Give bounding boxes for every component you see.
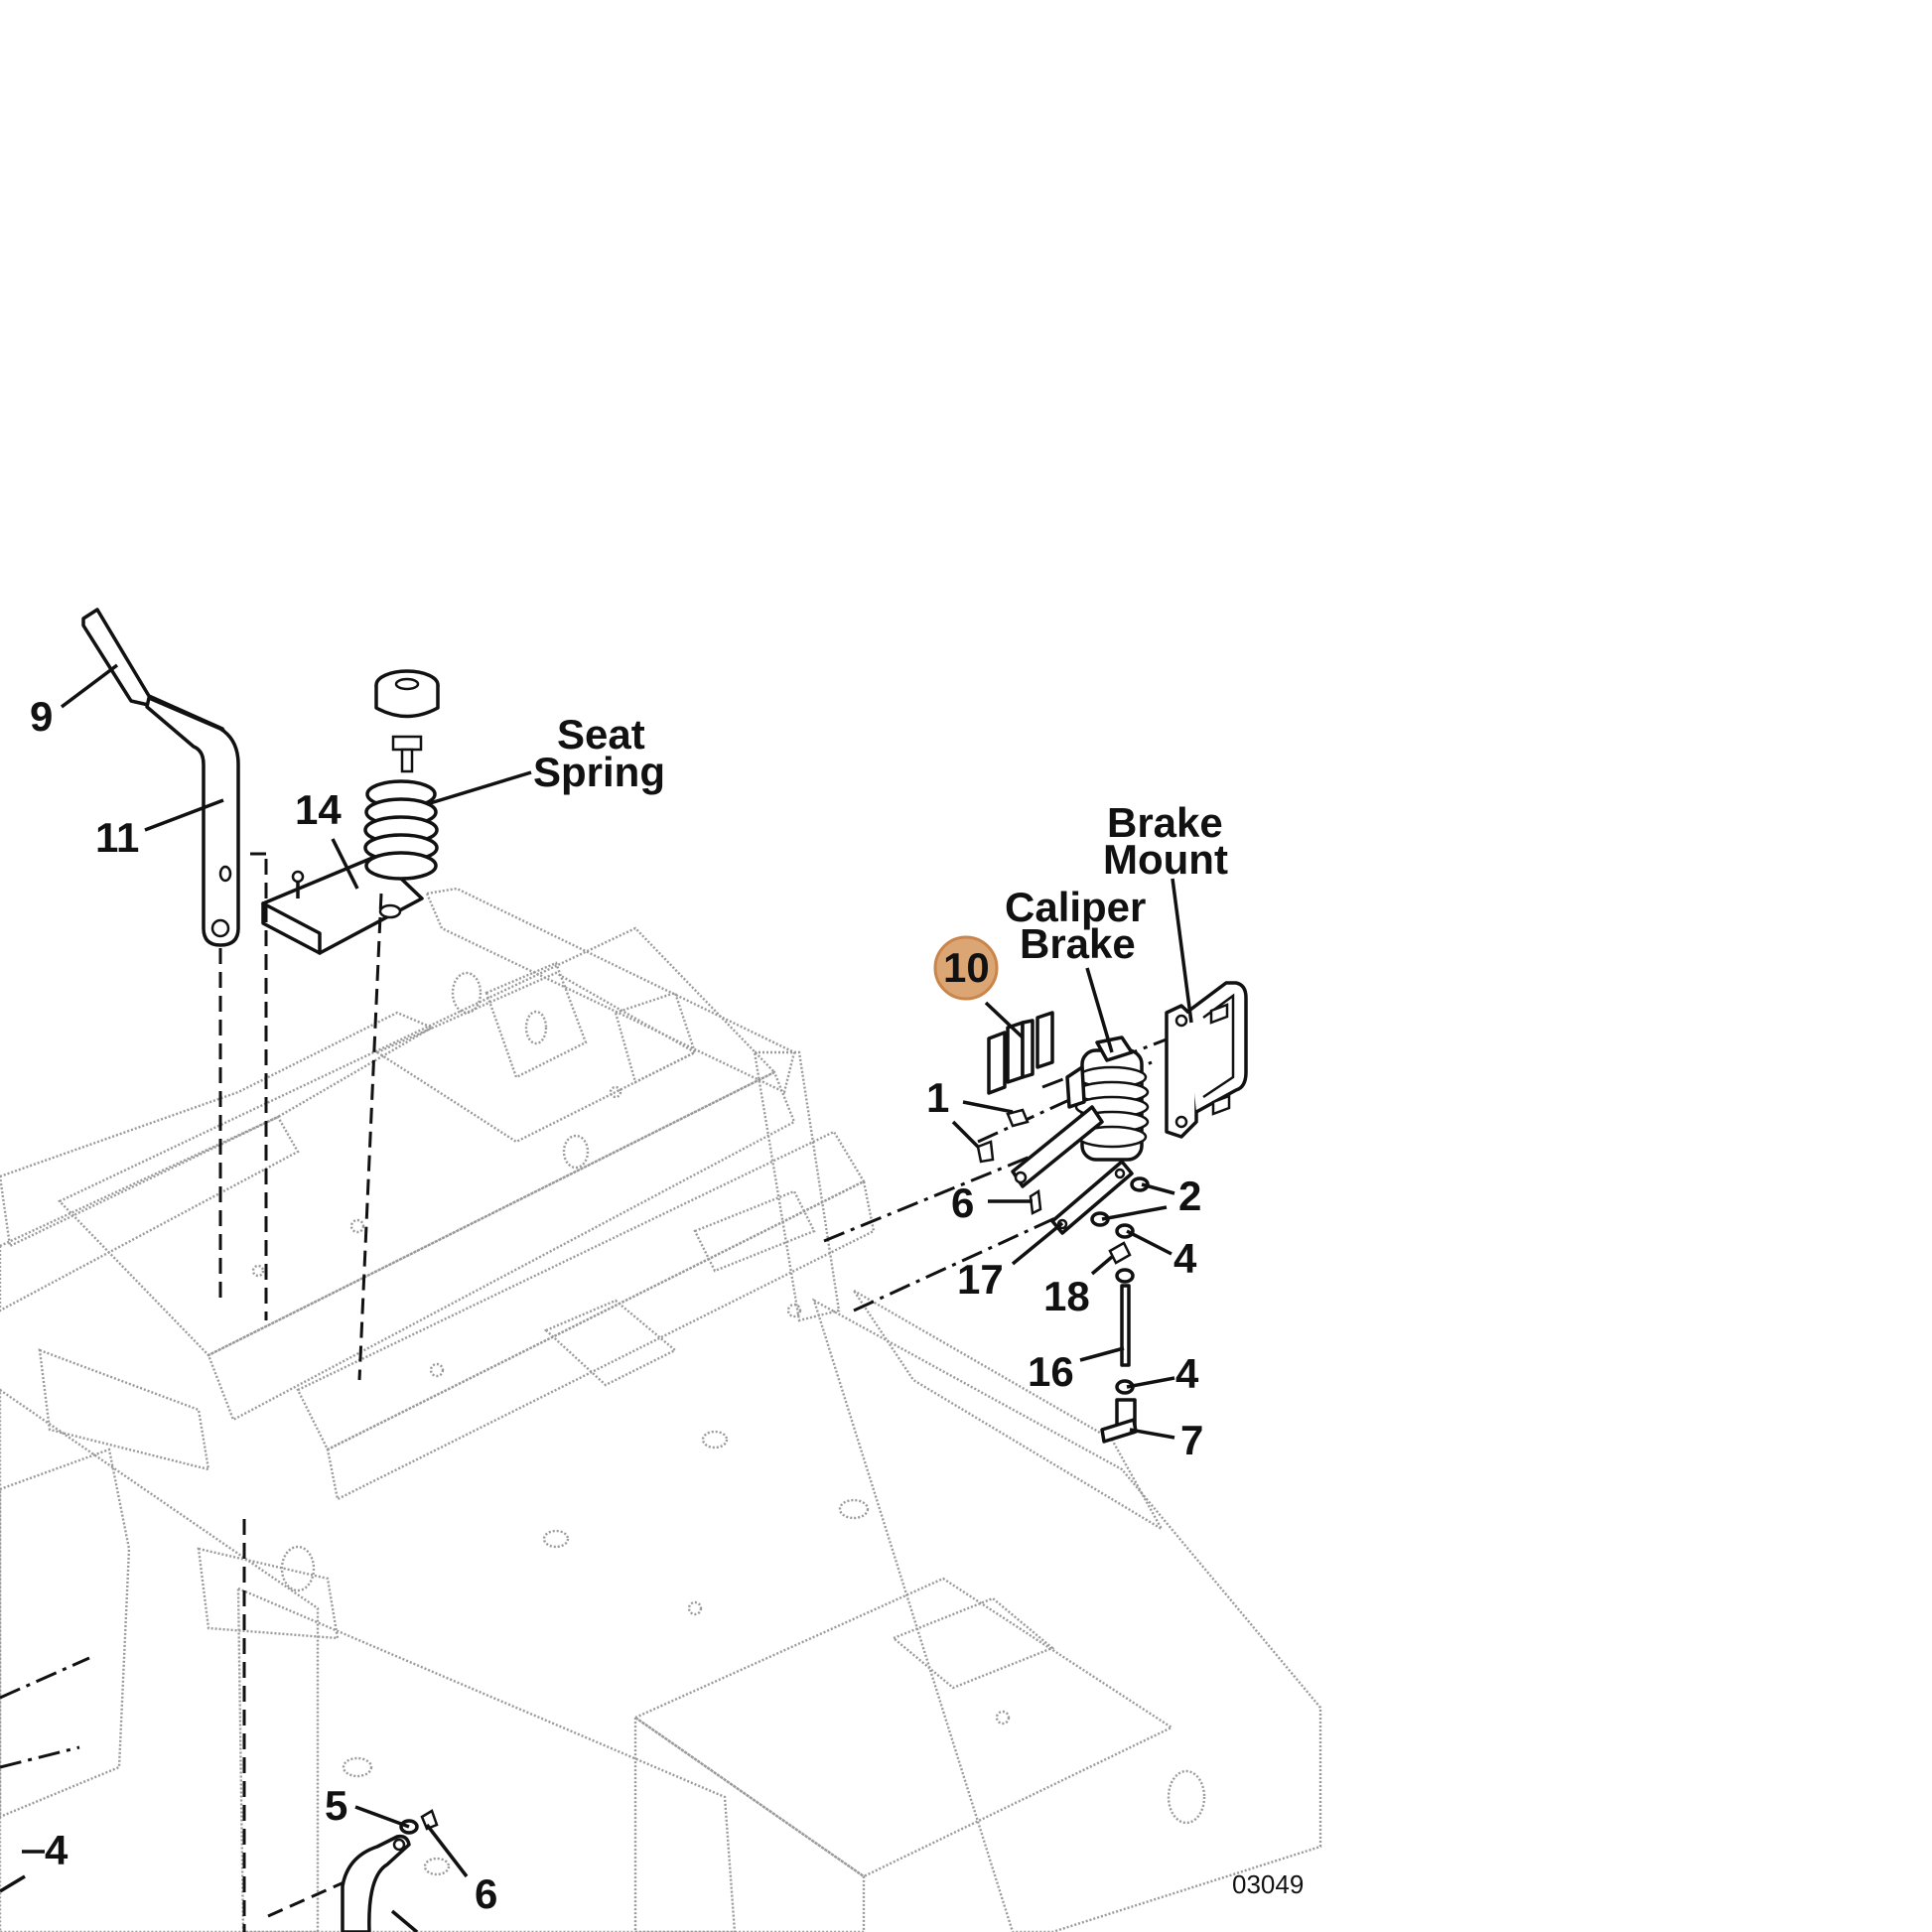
callout-7: 7	[1180, 1417, 1203, 1463]
callout-4-lower: 4	[45, 1827, 69, 1873]
seat-spring-label-line2: Spring	[533, 749, 665, 795]
figure-number: 03049	[1232, 1869, 1304, 1899]
callout-18: 18	[1043, 1273, 1090, 1319]
chassis-frame	[0, 887, 1322, 1932]
assembly-lines	[0, 852, 1173, 1932]
caliper-brake	[1011, 1035, 1150, 1235]
callout-6-lower: 6	[475, 1870, 497, 1917]
callout-9: 9	[30, 693, 53, 740]
callout-14: 14	[295, 786, 342, 833]
highlight-marker	[933, 935, 999, 1001]
leader-lines	[0, 663, 1193, 1932]
callout-6-upper: 6	[951, 1179, 974, 1226]
callout-10: 10	[943, 944, 990, 991]
handle-lever	[81, 608, 240, 947]
brake-pads	[987, 1011, 1054, 1095]
callout-1: 1	[926, 1074, 949, 1121]
seat-spring-label-line1: Seat	[557, 711, 645, 758]
callout-2: 2	[1178, 1173, 1201, 1219]
callout-5: 5	[325, 1782, 347, 1829]
seat-spring-assembly	[363, 669, 440, 881]
caliper-brake-label-line1: Caliper	[1005, 884, 1146, 930]
hardware	[341, 1108, 1150, 1932]
callout-4-middle: 4	[1175, 1350, 1199, 1397]
callout-11: 11	[95, 814, 139, 861]
callouts: 9 11 14 Seat Spring Brake Mount Caliper …	[30, 693, 1304, 1917]
brake-mount-label-line1: Brake	[1107, 799, 1223, 846]
callout-4-upper: 4	[1173, 1235, 1197, 1282]
caliper-brake-label-line2: Brake	[1020, 920, 1136, 967]
brake-mount-label-line2: Mount	[1103, 836, 1228, 883]
callout-16: 16	[1028, 1348, 1074, 1395]
brake-mount	[1165, 981, 1248, 1139]
callout-17: 17	[957, 1256, 1004, 1303]
